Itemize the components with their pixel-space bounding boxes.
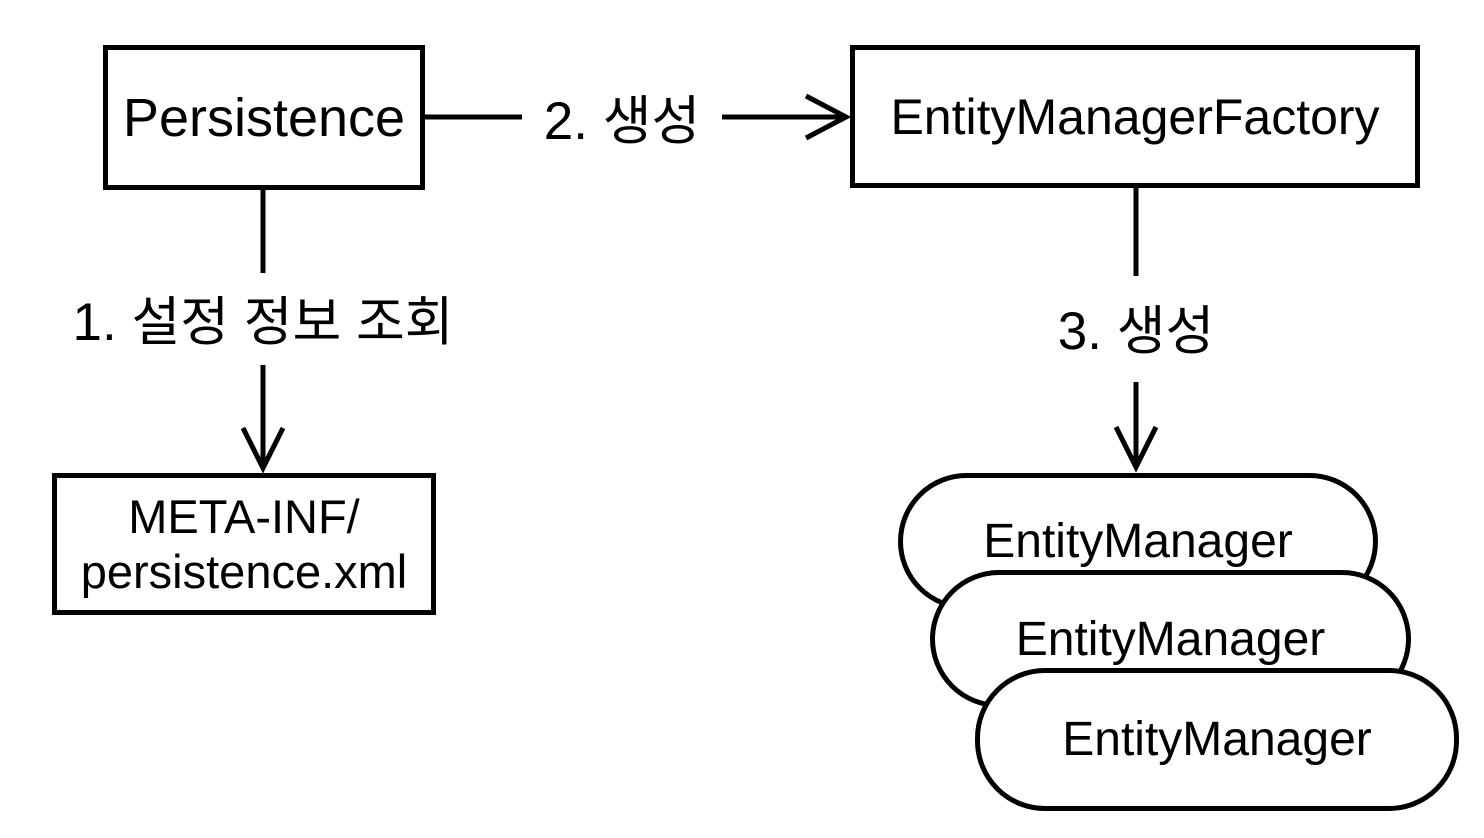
persistence-xml-node-label-line1: META-INF/ [128, 489, 360, 543]
entity-manager-node-3-label: EntityManager [1062, 713, 1372, 766]
edge-label-create-entity-manager: 3. 생성 [1057, 302, 1215, 361]
edge-label-create-factory: 2. 생성 [543, 92, 701, 151]
edge-label-config-lookup: 1. 설정 정보 조회 [72, 293, 454, 352]
create-factory-arrowhead-icon [804, 93, 852, 141]
persistence-node-label: Persistence [122, 87, 406, 148]
entity-manager-node-2-label: EntityManager [1015, 612, 1326, 666]
create-em-arrowhead-icon [1113, 425, 1159, 473]
persistence-xml-node: META-INF/ persistence.xml [52, 473, 436, 615]
entity-manager-factory-node-label: EntityManagerFactory [890, 88, 1380, 145]
config-lookup-arrowhead-icon [240, 426, 286, 474]
entity-manager-node-3: EntityManager [975, 668, 1459, 811]
persistence-xml-node-label-line2: persistence.xml [80, 545, 408, 598]
entity-manager-node-1-label: EntityManager [983, 515, 1293, 568]
entity-manager-factory-node: EntityManagerFactory [850, 45, 1420, 188]
persistence-node: Persistence [103, 45, 425, 190]
